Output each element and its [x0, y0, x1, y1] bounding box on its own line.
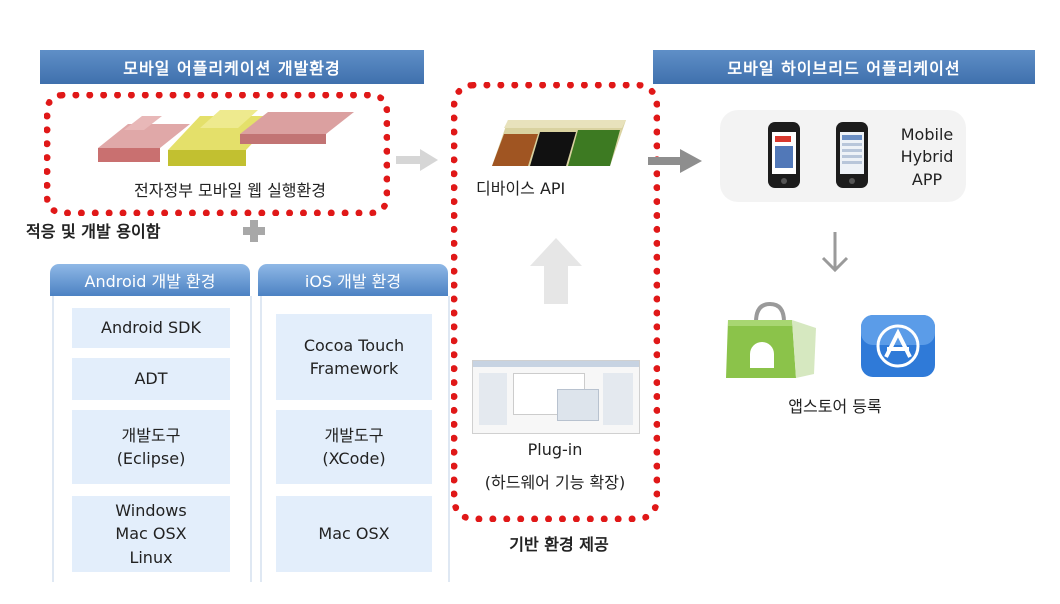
plugin-label: Plug-in: [527, 440, 583, 459]
egov-dashed-box: [44, 92, 390, 216]
base-env-label: 기반 환경 제공: [509, 535, 609, 554]
ios-os-cell: Mac OSX: [276, 496, 432, 572]
egov-blocks-illustration: [98, 110, 354, 166]
phone-icon: [768, 122, 800, 188]
device-api-illustration: [492, 120, 626, 166]
adapt-label: 적응 및 개발 용이함: [26, 222, 161, 241]
egov-label: 전자정부 모바일 웹 실행환경: [134, 181, 326, 200]
device-dashed-box: [451, 82, 660, 522]
android-dev-tool-cell: 개발도구 (Eclipse): [72, 410, 230, 484]
app-store-label: 앱스토어 등록: [788, 397, 882, 416]
device-api-label: 디바이스 API: [476, 179, 566, 198]
plugin-screenshot: [472, 360, 640, 434]
right-banner: 모바일 하이브리드 어플리케이션: [653, 50, 1035, 84]
cocoa-touch-cell: Cocoa Touch Framework: [276, 314, 432, 400]
ios-dev-tool-cell: 개발도구 (XCode): [276, 410, 432, 484]
arrow-right-icon: [396, 149, 438, 171]
plugin-sub-label: (하드웨어 기능 확장): [484, 473, 626, 492]
arrow-right-icon: [648, 149, 702, 173]
plus-icon: [243, 220, 265, 242]
adt-cell: ADT: [72, 358, 230, 400]
phone-icon: [836, 122, 868, 188]
hybrid-app-label: Mobile Hybrid APP: [900, 125, 954, 189]
android-sdk-cell: Android SDK: [72, 308, 230, 348]
android-os-cell: Windows Mac OSX Linux: [72, 496, 230, 572]
android-market-icon: [726, 301, 816, 378]
arrow-down-icon: [821, 232, 849, 273]
app-store-icon: [861, 315, 935, 377]
left-banner: 모바일 어플리케이션 개발환경: [40, 50, 424, 84]
arrow-up-icon: [530, 238, 582, 304]
android-env-header: Android 개발 환경: [50, 264, 250, 296]
ios-env-header: iOS 개발 환경: [258, 264, 448, 296]
